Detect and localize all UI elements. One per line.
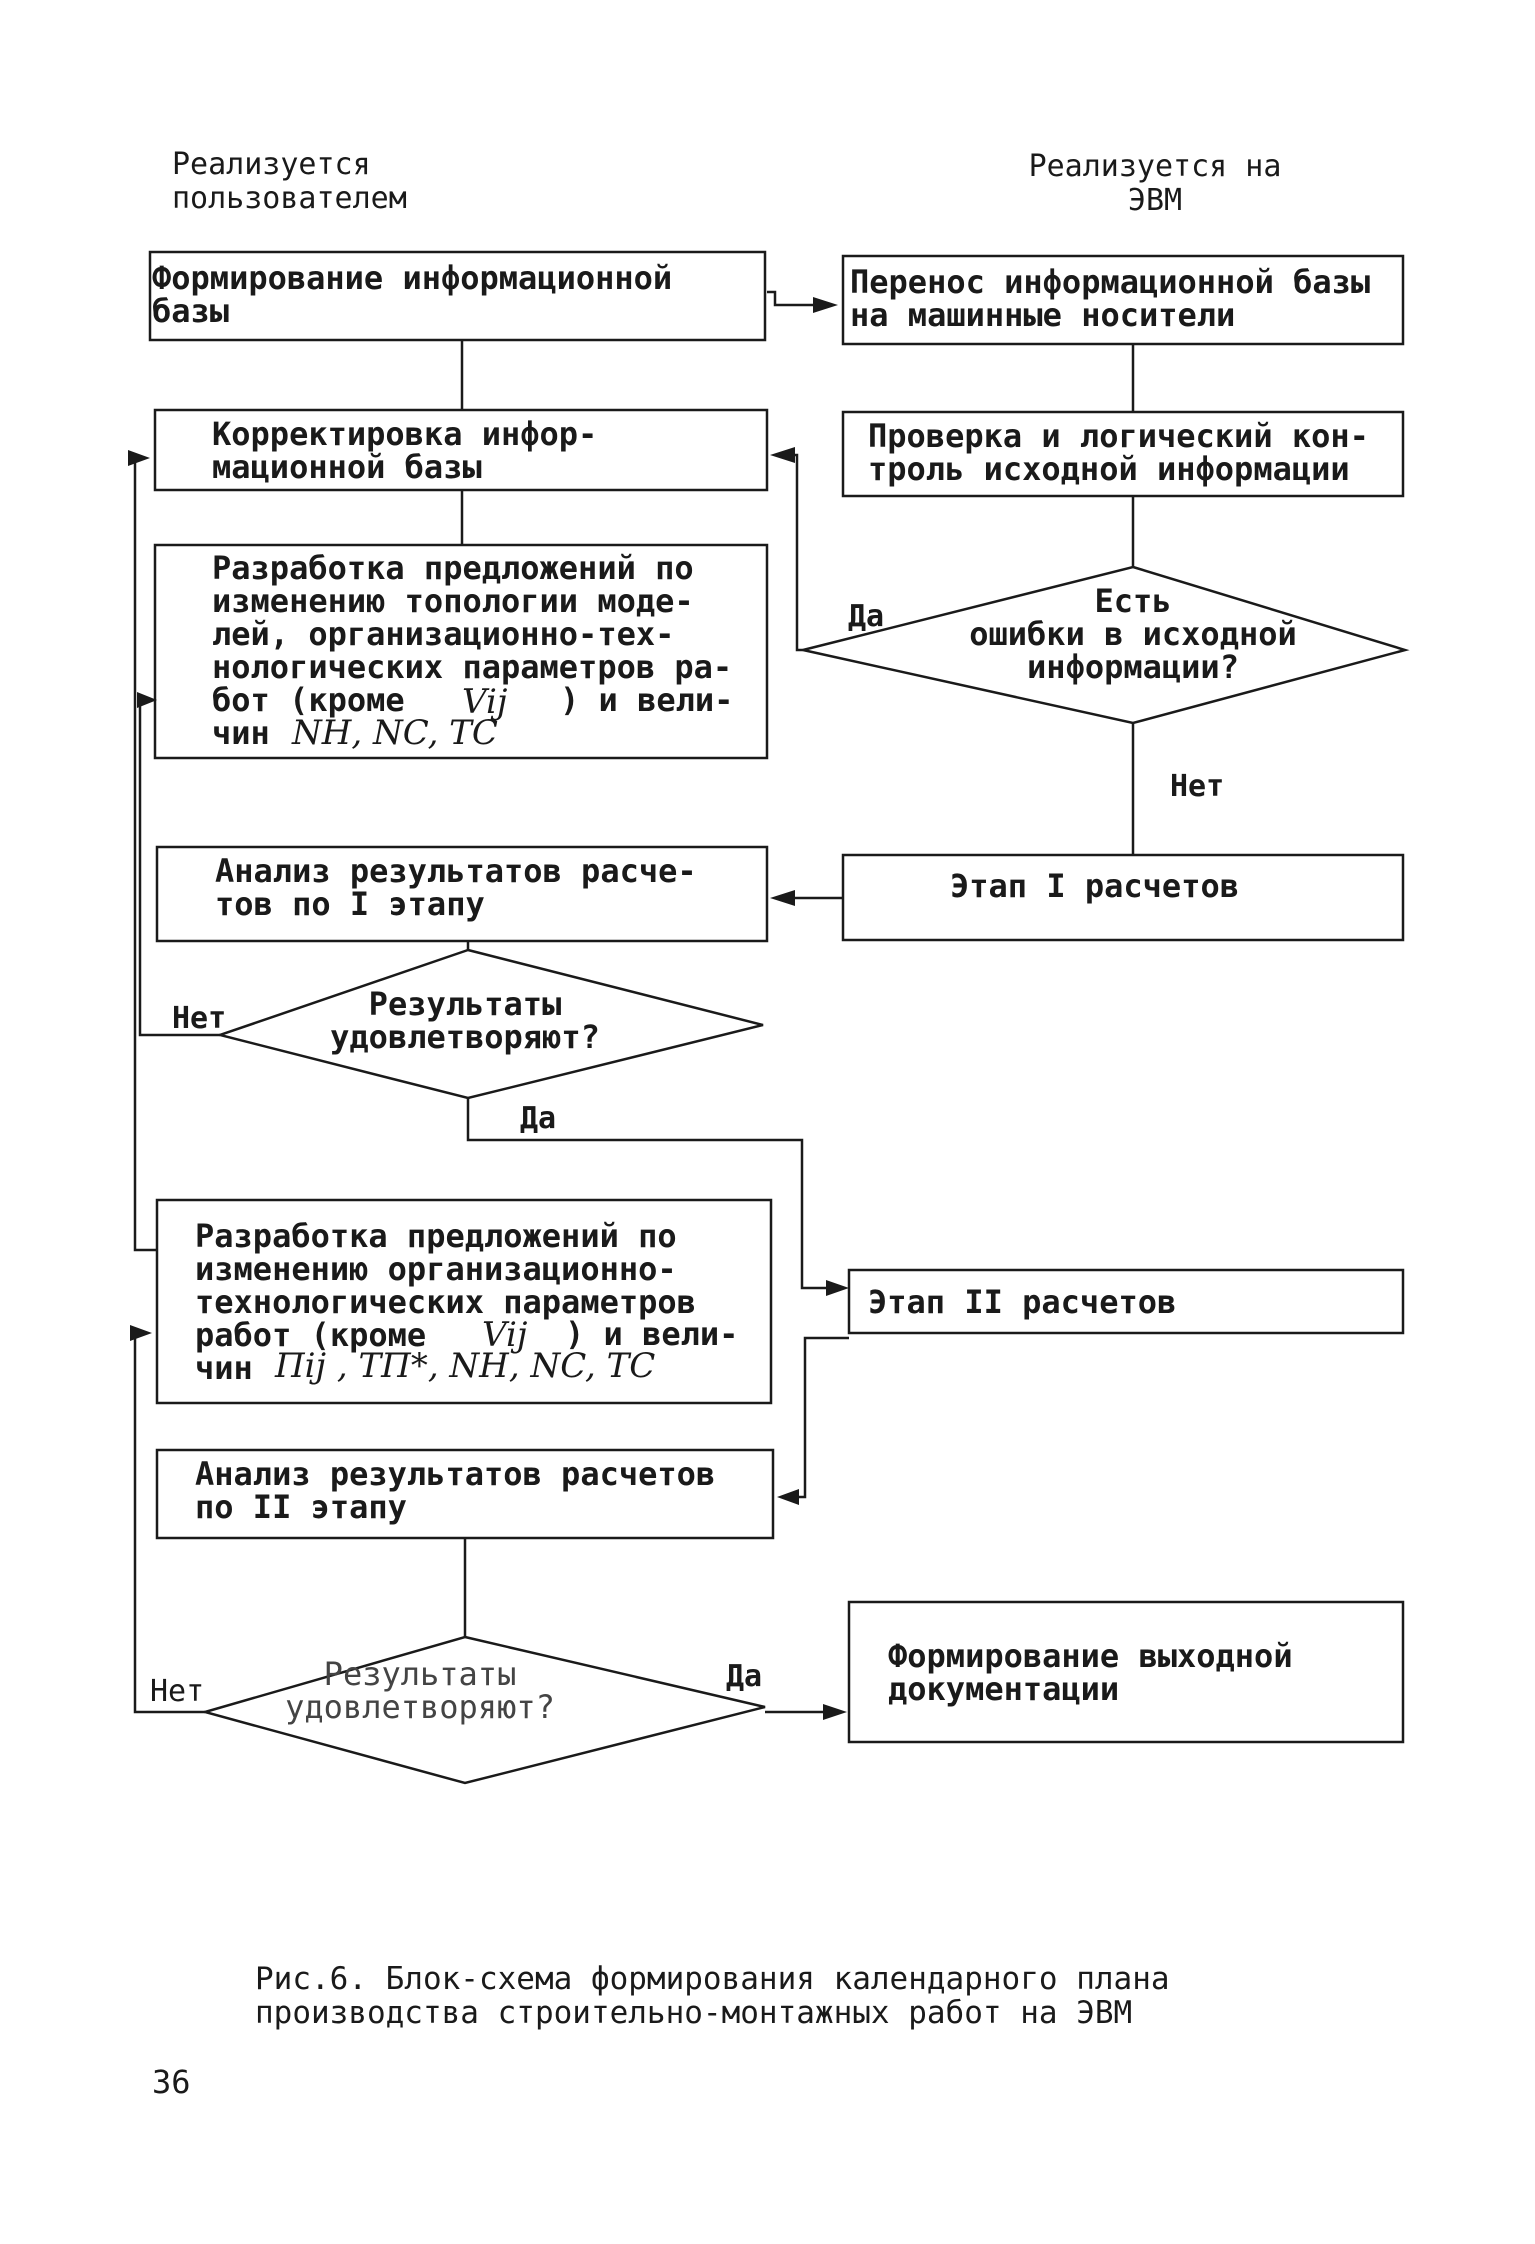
edge-label-yes-satisfy-1: Да: [520, 1101, 557, 1136]
text-proposals-2-tail2: чин: [195, 1349, 253, 1387]
edge-label-no-satisfy-1: Нет: [172, 1001, 227, 1036]
text-correct-info-base: Корректировка инфор- мационной базы: [212, 415, 598, 486]
text-proposals-2-tail: ) и вели-: [565, 1315, 739, 1353]
diamond-satisfy-2: [200, 1635, 766, 1785]
text-analysis-1: Анализ результатов расче- тов по I этапу: [215, 852, 697, 923]
text-form-output: Формирование выходной документации: [888, 1637, 1293, 1708]
text-stage1-calc: Этап I расчетов: [950, 867, 1239, 905]
box-transfer-info-base: [841, 254, 1405, 346]
header-computer: Реализуется на ЭВМ: [1028, 149, 1282, 218]
text-proposals-2: Разработка предложений по изменению орга…: [195, 1217, 696, 1354]
box-stage2-calc: [847, 1268, 1405, 1335]
symbol-nh-nc-tc-1: NH, NC, TC: [292, 713, 498, 753]
text-errors-question: Есть ошибки в исходной информации?: [969, 582, 1297, 686]
edge-label-no-satisfy-2: Нет: [150, 1674, 205, 1709]
box-analysis-1: [155, 845, 769, 943]
text-analysis-2: Анализ результатов расчетов по II этапу: [195, 1455, 716, 1526]
page-number: 36: [152, 2063, 191, 2101]
box-check-logic: [841, 410, 1405, 498]
box-proposals-2: [155, 1198, 773, 1405]
edge-label-yes-satisfy-2: Да: [726, 1659, 763, 1694]
header-user: Реализуется пользователем: [172, 147, 407, 216]
symbol-vij-2: Vij: [482, 1315, 528, 1355]
text-transfer-info-base: Перенос информационной базы на машинные …: [850, 263, 1371, 334]
figure-caption: Рис.6. Блок-схема формирования календарн…: [255, 1961, 1170, 2031]
text-satisfy-1: Результаты удовлетворяют?: [330, 985, 600, 1056]
edge-label-no-errors: Нет: [1170, 769, 1225, 804]
text-form-info-base: Формирование информационной базы: [152, 259, 673, 330]
text-stage2-calc: Этап II расчетов: [868, 1283, 1177, 1321]
text-satisfy-2: Результаты удовлетворяют?: [285, 1655, 555, 1726]
box-form-info-base: [148, 250, 767, 342]
text-proposals-1-tail: ) и вели-: [560, 681, 734, 719]
edge-label-yes-errors: Да: [848, 599, 885, 634]
text-check-logic: Проверка и логический кон- троль исходно…: [868, 417, 1369, 488]
symbol-list-2: Пij , TП*, NH, NC, TC: [275, 1346, 656, 1386]
symbol-vij-1: Vij: [462, 682, 508, 722]
box-form-output: [847, 1600, 1405, 1744]
text-proposals-1: Разработка предложений по изменению топо…: [212, 549, 733, 719]
text-proposals-1-tail2: чин: [212, 714, 270, 752]
